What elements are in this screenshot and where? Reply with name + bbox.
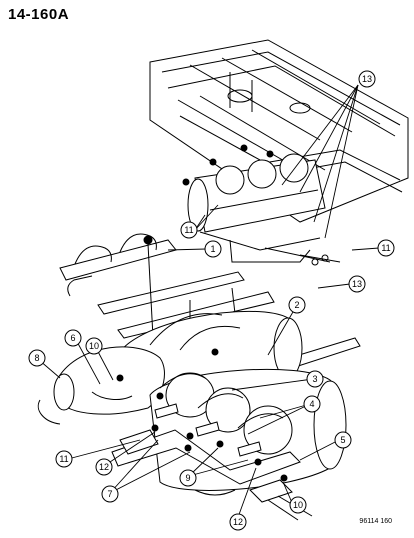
callout-13-upper: 13 <box>358 70 376 88</box>
svg-text:3: 3 <box>312 374 317 384</box>
callout-2: 2 <box>288 296 306 314</box>
svg-text:2: 2 <box>294 300 299 310</box>
callout-11-left: 11 <box>180 221 198 239</box>
svg-text:9: 9 <box>185 473 190 483</box>
svg-text:11: 11 <box>59 454 68 464</box>
lower-tanks <box>37 310 347 521</box>
callouts: 13 11 11 13 1 2 <box>28 70 395 531</box>
svg-text:7: 7 <box>107 489 112 499</box>
callout-12-lower: 12 <box>229 513 247 531</box>
callout-6: 6 <box>64 329 82 347</box>
svg-text:8: 8 <box>34 353 39 363</box>
svg-text:1: 1 <box>210 244 215 254</box>
callout-10-lower: 10 <box>289 496 307 514</box>
svg-text:10: 10 <box>293 500 303 510</box>
mounted-tank-assembly <box>182 144 341 266</box>
svg-text:6: 6 <box>70 333 75 343</box>
callout-11-lower: 11 <box>55 450 73 468</box>
svg-text:11: 11 <box>184 225 193 235</box>
callout-1: 1 <box>204 240 222 258</box>
callout-13-lower: 13 <box>348 275 366 293</box>
svg-text:12: 12 <box>233 517 243 527</box>
callout-4: 4 <box>303 395 321 413</box>
callout-3: 3 <box>306 370 324 388</box>
leader-lines <box>38 84 380 521</box>
callout-9: 9 <box>179 469 197 487</box>
callout-11-right: 11 <box>377 239 395 257</box>
page-code: 14-160A <box>8 6 70 23</box>
callout-5: 5 <box>334 431 352 449</box>
vehicle-underbody <box>149 39 409 223</box>
callout-7: 7 <box>101 485 119 503</box>
svg-text:5: 5 <box>340 435 345 445</box>
mounting-straps <box>59 233 361 394</box>
svg-text:13: 13 <box>352 279 362 289</box>
svg-text:10: 10 <box>89 341 99 351</box>
svg-text:13: 13 <box>362 74 372 84</box>
svg-text:12: 12 <box>99 462 109 472</box>
callout-10-upper: 10 <box>85 337 103 355</box>
svg-text:11: 11 <box>381 243 390 253</box>
callout-8: 8 <box>28 349 46 367</box>
svg-text:4: 4 <box>309 399 314 409</box>
figure-reference: 96114 160 <box>359 518 392 525</box>
callout-12-left: 12 <box>95 458 113 476</box>
